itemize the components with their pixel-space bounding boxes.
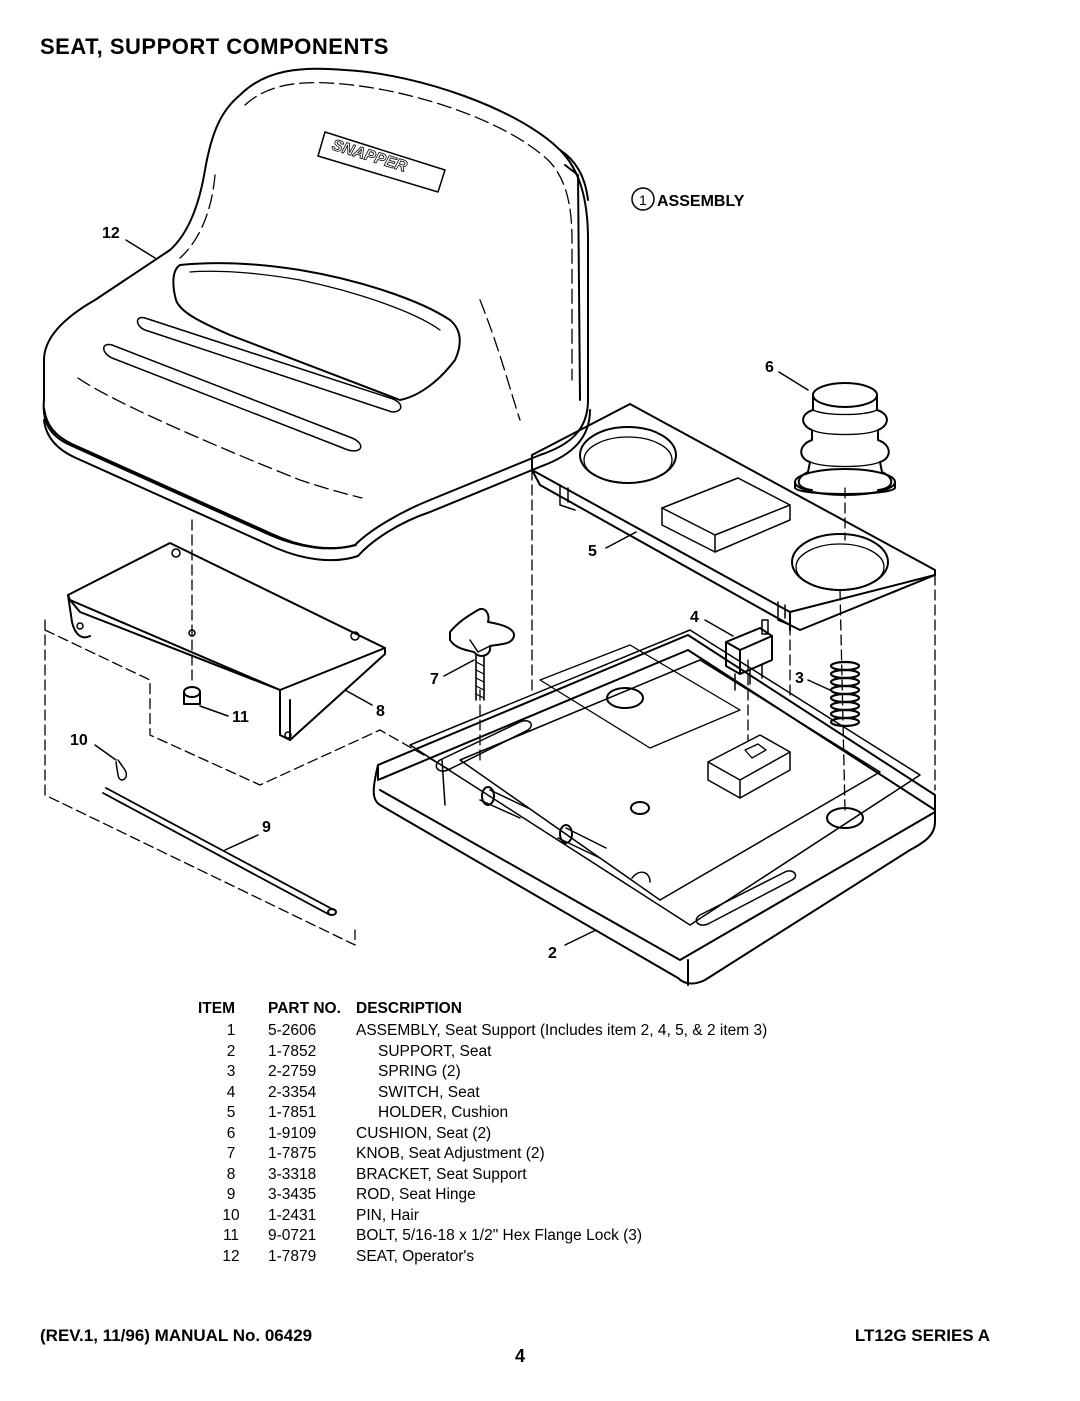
model-series: LT12G SERIES A <box>854 1326 990 1345</box>
part-number: 1-7852 <box>268 1042 317 1060</box>
label-item-7: 7 <box>430 671 439 688</box>
switch-drawing <box>725 619 773 691</box>
part-description: PIN, Hair <box>356 1206 419 1224</box>
part-description: BOLT, 5/16-18 x 1/2" Hex Flange Lock (3) <box>356 1227 643 1244</box>
part-description: SUPPORT, Seat <box>378 1042 492 1060</box>
bracket-drawing <box>67 542 386 741</box>
parts-list-table: ITEM PART NO. DESCRIPTION 1 5-2606 ASSEMBL… <box>198 999 767 1267</box>
table-row: 7 1-7875 KNOB, Seat Adjustment (2) <box>198 1144 767 1165</box>
part-description: ROD, Seat Hinge <box>356 1186 476 1203</box>
label-item-12: 12 <box>102 225 120 242</box>
header-description: DESCRIPTION <box>356 1000 462 1017</box>
label-item-4: 4 <box>690 609 699 626</box>
item-number: 5 <box>226 1104 236 1121</box>
part-description: HOLDER, Cushion <box>378 1104 509 1121</box>
part-description: SWITCH, Seat <box>378 1083 480 1101</box>
label-item-6: 6 <box>765 359 774 376</box>
seat-support-drawing <box>372 629 936 986</box>
item-number: 9 <box>226 1186 236 1203</box>
item-number: 10 <box>222 1206 240 1224</box>
table-row: 12 1-7879 SEAT, Operator's <box>198 1247 767 1268</box>
label-item-8: 8 <box>376 703 385 720</box>
table-row: 1 5-2606 ASSEMBLY, Seat Support (Includes … <box>198 1021 768 1042</box>
label-item-5: 5 <box>588 543 597 560</box>
page-number: 4 <box>515 1346 526 1366</box>
part-description: SPRING (2) <box>378 1063 461 1080</box>
table-row: 3 2-2759 SPRING (2) <box>198 1062 767 1083</box>
parts-table-header: ITEM PART NO. DESCRIPTION <box>198 999 767 1021</box>
manual-revision: (REV.1, 11/96) MANUAL No. 06429 <box>40 1326 313 1345</box>
item-number: 8 <box>226 1165 236 1183</box>
table-row: 2 1-7852 SUPPORT, Seat <box>198 1042 767 1063</box>
assembly-callout-number: 1 <box>639 192 647 208</box>
part-number: 9-0721 <box>268 1227 317 1244</box>
label-item-2: 2 <box>548 945 557 962</box>
table-row: 6 1-9109 CUSHION, Seat (2) <box>198 1124 767 1145</box>
table-row: 9 3-3435 ROD, Seat Hinge <box>198 1185 767 1206</box>
part-description: KNOB, Seat Adjustment (2) <box>356 1145 545 1162</box>
part-number: 1-7875 <box>268 1145 317 1162</box>
part-description: ASSEMBLY, Seat Support (Includes item 2,… <box>356 1022 768 1039</box>
item-number: 11 <box>222 1227 240 1244</box>
assembly-callout-label: ASSEMBLY <box>657 193 745 210</box>
label-item-9: 9 <box>262 819 271 836</box>
item-number: 6 <box>226 1124 236 1142</box>
cushion-holder-drawing <box>531 403 936 631</box>
table-row: 5 1-7851 HOLDER, Cushion <box>198 1103 767 1124</box>
part-number: 1-7851 <box>268 1104 317 1121</box>
cushion-drawing <box>794 382 896 496</box>
exploded-parts-diagram: SNAPPER <box>42 67 936 986</box>
label-item-10: 10 <box>70 732 88 749</box>
table-row: 10 1-2431 PIN, Hair <box>198 1206 767 1227</box>
label-item-3: 3 <box>795 670 804 687</box>
page-title: SEAT, SUPPORT COMPONENTS <box>40 34 389 59</box>
seat-drawing <box>42 67 591 562</box>
table-row: 8 3-3318 BRACKET, Seat Support <box>198 1165 767 1186</box>
label-item-11: 11 <box>232 709 249 726</box>
seat-logo: SNAPPER <box>330 137 409 176</box>
part-number: 1-2431 <box>268 1206 317 1224</box>
item-number: 2 <box>226 1042 236 1060</box>
bolt-drawing <box>183 686 229 717</box>
spring-drawing <box>829 660 861 728</box>
knob-drawing <box>449 608 515 701</box>
table-row: 4 2-3354 SWITCH, Seat <box>198 1083 767 1104</box>
part-number: 1-7879 <box>268 1247 317 1265</box>
item-number: 3 <box>226 1063 236 1080</box>
assembly-callout: 1 ASSEMBLY <box>631 187 745 211</box>
header-part-no: PART NO. <box>268 1000 341 1017</box>
part-description: CUSHION, Seat (2) <box>356 1124 492 1142</box>
item-number: 4 <box>226 1083 236 1101</box>
part-number: 3-3318 <box>268 1165 317 1183</box>
item-number: 1 <box>226 1022 236 1039</box>
part-number: 5-2606 <box>268 1022 317 1039</box>
part-description: SEAT, Operator's <box>356 1247 475 1265</box>
part-description: BRACKET, Seat Support <box>356 1165 527 1183</box>
part-number: 2-2759 <box>268 1063 317 1080</box>
header-item: ITEM <box>198 1000 236 1017</box>
item-number: 12 <box>222 1247 240 1265</box>
part-number: 3-3435 <box>268 1186 317 1203</box>
table-row: 11 9-0721 BOLT, 5/16-18 x 1/2" Hex Flange … <box>198 1226 767 1247</box>
part-number: 1-9109 <box>268 1124 317 1142</box>
item-number: 7 <box>226 1145 236 1162</box>
part-number: 2-3354 <box>268 1083 317 1101</box>
